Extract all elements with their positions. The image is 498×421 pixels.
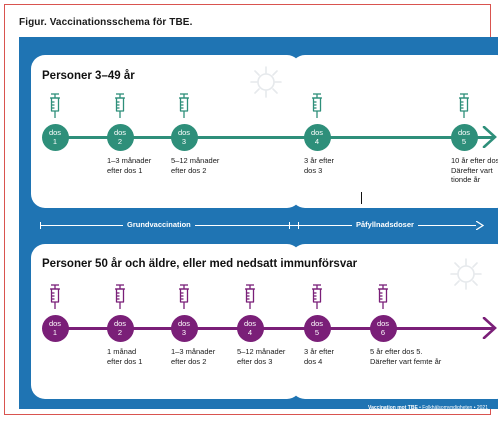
note-line: 5–12 månader: [237, 347, 286, 356]
band-tick-middle-2: [298, 222, 299, 229]
syringe-icon: [243, 284, 257, 315]
syringe-icon: [48, 284, 62, 315]
virus-icon: [450, 258, 482, 290]
timeline-line: [55, 327, 494, 330]
band-label-pafyllnadsdoser: Påfyllnadsdoser: [352, 220, 418, 229]
dose-word: dos: [48, 319, 62, 328]
virus-icon: [250, 66, 282, 98]
card-group1-primary: [31, 55, 301, 208]
syringe-icon: [177, 93, 191, 124]
dose-word: dos: [376, 319, 390, 328]
arrow-right-icon: [482, 126, 497, 148]
note-line: tionde år: [451, 175, 481, 184]
note-line: 5 år efter dos 5.: [370, 347, 423, 356]
footer-title: Vaccination mot TBE: [368, 405, 418, 411]
dose-word: dos: [113, 128, 127, 137]
syringe-icon: [48, 93, 62, 124]
dose-word: dos: [113, 319, 127, 328]
note-line: efter dos 1: [107, 165, 143, 175]
note-line: efter dos 2: [171, 165, 207, 175]
dose-number: 3: [181, 327, 187, 337]
dose-number: 5: [461, 136, 467, 146]
note-line: dos 4: [304, 356, 323, 366]
note-line: 10 år efter dos 4.: [451, 156, 498, 165]
dose-number: 1: [52, 327, 58, 337]
group1-title: Personer 3–49 år: [42, 70, 135, 82]
note-line: Därefter vart: [451, 165, 493, 175]
dose-word: dos: [457, 128, 471, 137]
dose-number: 3: [181, 136, 187, 146]
timeline-line: [55, 136, 494, 139]
note-line: 5–12 månader: [171, 156, 220, 165]
note-line: efter dos 2: [171, 356, 207, 366]
note-line: dos 3: [304, 165, 323, 175]
band-label-grundvaccination: Grundvaccination: [123, 220, 195, 229]
footer-source: • Folkhälsomyndigheten • 2021: [417, 405, 488, 411]
dose-word: dos: [243, 319, 257, 328]
dose-number: 6: [380, 327, 386, 337]
text-cursor: [361, 192, 362, 204]
syringe-icon: [457, 93, 471, 124]
dose-word: dos: [48, 128, 62, 137]
syringe-icon: [310, 93, 324, 124]
syringe-icon: [113, 284, 127, 315]
dose-word: dos: [177, 319, 191, 328]
footer-credit: Vaccination mot TBE • Folkhälsomyndighet…: [368, 405, 488, 411]
dose-number: 1: [52, 136, 58, 146]
dose-word: dos: [177, 128, 191, 137]
group2-title: Personer 50 år och äldre, eller med neds…: [42, 258, 358, 270]
note-line: 3 år efter: [304, 347, 335, 356]
figure-title: Figur. Vaccinationsschema för TBE.: [19, 17, 193, 28]
dose-number: 5: [314, 327, 320, 337]
note-line: efter dos 1: [107, 356, 143, 366]
band-arrow-icon: [476, 221, 484, 230]
band-tick-middle: [289, 222, 290, 229]
note-line: 1 månad: [107, 347, 137, 356]
dose-word: dos: [310, 128, 324, 137]
note-line: Därefter vart femte år: [370, 356, 442, 366]
band-tick-start: [40, 222, 41, 229]
syringe-icon: [113, 93, 127, 124]
note-line: efter dos 3: [237, 356, 273, 366]
band-line: [40, 225, 476, 226]
dose-number: 4: [314, 136, 320, 146]
dose-number: 2: [117, 327, 123, 337]
dose-word: dos: [310, 319, 324, 328]
syringe-icon: [376, 284, 390, 315]
dose-number: 2: [117, 136, 123, 146]
syringe-icon: [310, 284, 324, 315]
arrow-right-icon: [482, 317, 497, 339]
dose-interval-note: 5 år efter dos 5.Därefter vart femte år: [370, 347, 441, 366]
note-line: 3 år efter: [304, 156, 335, 165]
note-line: 1–3 månader: [107, 156, 152, 165]
syringe-icon: [177, 284, 191, 315]
dose-number: 4: [247, 327, 253, 337]
note-line: 1–3 månader: [171, 347, 216, 356]
